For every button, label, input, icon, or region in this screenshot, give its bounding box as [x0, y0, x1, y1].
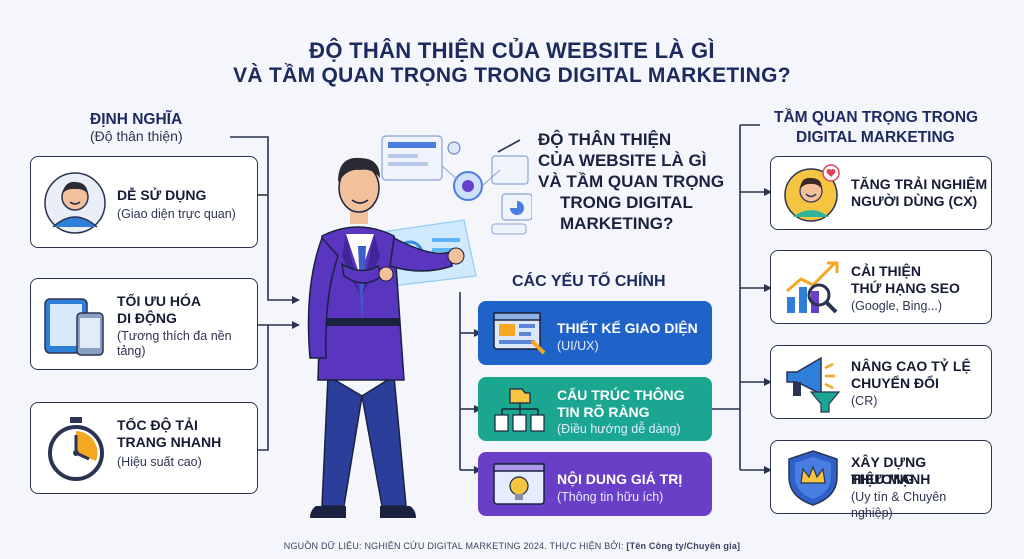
definition-subheading: (Độ thân thiện)	[90, 128, 183, 144]
tablet-phone-icon	[43, 295, 107, 362]
importance-heading-line-2: DIGITAL MARKETING	[796, 129, 955, 146]
importance-card-cx: TĂNG TRẢI NGHIỆM NGƯỜI DÙNG (CX)	[770, 156, 992, 230]
card-title-line-2: DI ĐỘNG	[117, 310, 177, 326]
main-title-line-1: ĐỘ THÂN THIỆN CỦA WEBSITE LÀ GÌ	[309, 38, 715, 63]
factor-info-structure: CẤU TRÚC THÔNG TIN RÕ RÀNG (Điều hướng d…	[478, 377, 712, 441]
definition-card-mobile: TỐI ƯU HÓA DI ĐỘNG (Tương thích đa nền t…	[30, 278, 258, 370]
importance-card-conversion: NÂNG CAO TỶ LỆ CHUYỂN ĐỔI (CR)	[770, 345, 992, 419]
factor-subtitle: (Điều hướng dễ dàng)	[557, 422, 681, 436]
card-subtitle: (Giao diện trực quan)	[117, 207, 236, 221]
footer-prefix: NGUỒN DỮ LIỆU: NGHIÊN CỨU DIGITAL MARKET…	[283, 541, 627, 551]
factor-title: NỘI DUNG GIÁ TRỊ	[557, 471, 683, 487]
factor-title-line-2: TIN RÕ RÀNG	[557, 404, 650, 420]
seo-chart-icon	[781, 257, 843, 324]
lightbulb-icon	[492, 462, 546, 513]
factor-valuable-content: NỘI DUNG GIÁ TRỊ (Thông tin hữu ích)	[478, 452, 712, 516]
sitemap-icon	[492, 387, 546, 438]
center-question-line-4: TRONG DIGITAL	[560, 193, 693, 212]
card-title-line-1: TỐI ƯU HÓA	[117, 293, 201, 309]
card-subtitle-line-1: (Tương thích đa nền	[117, 329, 232, 343]
card-subtitle: (CR)	[851, 394, 878, 408]
stopwatch-icon	[45, 415, 107, 486]
card-subtitle: (Uy tín & Chuyên nghiệp)	[851, 490, 947, 520]
card-subtitle: (Hiệu suất cao)	[117, 455, 202, 469]
definition-heading: ĐỊNH NGHĨA	[90, 111, 183, 128]
importance-card-seo: CẢI THIỆN THỨ HẠNG SEO (Google, Bing...)	[770, 250, 992, 324]
factors-heading: CÁC YẾU TỐ CHÍNH	[512, 273, 666, 290]
layout-design-icon	[492, 311, 546, 360]
shield-crown-icon	[783, 447, 843, 514]
center-question-line-1: ĐỘ THÂN THIỆN	[538, 130, 672, 149]
factor-ui-ux-design: THIẾT KẾ GIAO DIỆN (UI/UX)	[478, 301, 712, 365]
card-title: DỄ SỬ DỤNG	[117, 187, 207, 203]
center-question-line-5: MARKETING?	[560, 214, 674, 233]
definition-card-speed: TỐC ĐỘ TẢI TRANG NHANH (Hiệu suất cao)	[30, 402, 258, 494]
card-title-line-1: XÂY DỰNG THƯƠNG	[851, 454, 927, 487]
factor-subtitle: (UI/UX)	[557, 339, 599, 353]
card-title-line-1: CẢI THIỆN	[851, 263, 921, 279]
importance-card-brand: XÂY DỰNG THƯƠNG HIỆU MẠNH (Uy tín & Chuy…	[770, 440, 992, 520]
card-subtitle: (Google, Bing...)	[851, 299, 943, 313]
definition-card-ease-of-use: DỄ SỬ DỤNG (Giao diện trực quan)	[30, 156, 258, 248]
card-title-line-2: THỨ HẠNG SEO	[851, 280, 960, 296]
user-avatar-icon	[43, 171, 107, 240]
card-title-line-2: NGƯỜI DÙNG (CX)	[851, 193, 978, 209]
happy-user-icon	[781, 163, 843, 230]
factor-title: THIẾT KẾ GIAO DIỆN	[557, 320, 698, 336]
main-title-line-2: VÀ TẦM QUAN TRỌNG TRONG DIGITAL MARKETIN…	[233, 64, 791, 87]
card-subtitle-line-2: tảng)	[117, 344, 146, 358]
card-title-line-2: CHUYỂN ĐỔI	[851, 375, 939, 391]
card-title-line-1: NÂNG CAO TỶ LỆ	[851, 358, 971, 374]
center-question-line-3: VÀ TẦM QUAN TRỌNG	[538, 172, 725, 191]
source-footer: NGUỒN DỮ LIỆU: NGHIÊN CỨU DIGITAL MARKET…	[0, 541, 1024, 551]
card-title-line-2: HIỆU MẠNH	[851, 471, 931, 487]
factor-subtitle: (Thông tin hữu ích)	[557, 490, 664, 504]
center-question-line-2: CỦA WEBSITE LÀ GÌ	[538, 151, 707, 170]
importance-heading-line-1: TẦM QUAN TRỌNG TRONG	[774, 109, 979, 126]
footer-author: [Tên Công ty/Chuyên gia]	[626, 541, 741, 551]
businessman-illustration	[282, 126, 533, 541]
card-title-line-1: TĂNG TRẢI NGHIỆM	[851, 176, 988, 192]
factor-title-line-1: CẤU TRÚC THÔNG	[557, 387, 685, 403]
megaphone-funnel-icon	[781, 352, 843, 419]
card-title-line-1: TỐC ĐỘ TẢI	[117, 417, 198, 433]
card-title-line-2: TRANG NHANH	[117, 434, 222, 450]
